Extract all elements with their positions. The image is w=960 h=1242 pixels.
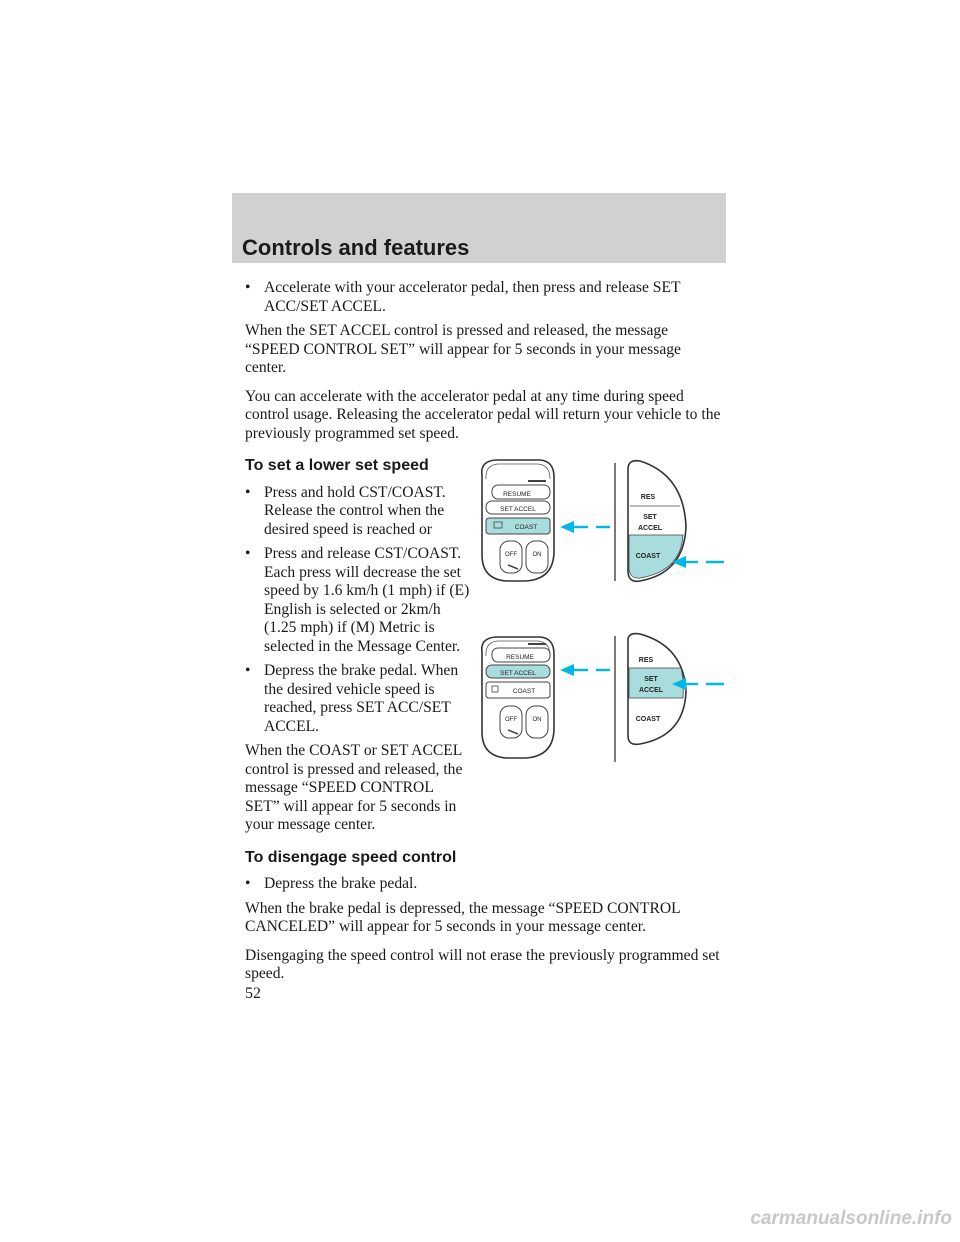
paragraph: Disengaging the speed control will not e… bbox=[245, 946, 720, 983]
set-accel-button bbox=[485, 500, 551, 515]
set-accel-button-highlighted bbox=[485, 664, 551, 679]
coast-label-right: COAST bbox=[636, 716, 661, 723]
narrow-column: • Press and hold CST/COAST. Release the … bbox=[245, 484, 470, 835]
resume-button bbox=[491, 484, 551, 500]
bullet-text: Press and release CST/COAST. Each press … bbox=[264, 545, 470, 655]
list-item: • Press and release CST/COAST. Each pres… bbox=[245, 545, 470, 656]
set-label: SET bbox=[643, 514, 657, 521]
off-label: OFF bbox=[505, 552, 517, 558]
coast-button bbox=[485, 681, 551, 699]
bullet-text: Depress the brake pedal. bbox=[264, 875, 418, 892]
paragraph: When the COAST or SET ACCEL control is p… bbox=[245, 742, 463, 833]
resume-label: RESUME bbox=[506, 654, 534, 661]
set-accel-label: SET ACCEL bbox=[500, 670, 536, 677]
off-button bbox=[499, 540, 523, 574]
section-title: Controls and features bbox=[242, 235, 470, 260]
bullet-glyph: • bbox=[245, 279, 251, 296]
set-label: SET bbox=[644, 676, 658, 683]
section-heading: To disengage speed control bbox=[245, 848, 457, 866]
section-heading: To set a lower set speed bbox=[245, 457, 429, 474]
list-item: • Accelerate with your accelerator pedal… bbox=[245, 279, 725, 316]
list-item: • Depress the brake pedal. bbox=[245, 875, 725, 894]
coast-label-right: COAST bbox=[636, 553, 661, 560]
arrow-icon bbox=[672, 556, 724, 568]
accel-label: ACCEL bbox=[638, 525, 663, 532]
section-header-band: Controls and features bbox=[232, 193, 726, 263]
paragraph: When the brake pedal is depressed, the m… bbox=[245, 899, 681, 936]
set-accel-label: SET ACCEL bbox=[500, 506, 536, 513]
res-label: RES bbox=[639, 657, 654, 664]
coast-label: COAST bbox=[515, 524, 537, 531]
list-item: • Press and hold CST/COAST. Release the … bbox=[245, 484, 470, 540]
bullet-glyph: • bbox=[245, 875, 251, 892]
page-number: 52 bbox=[245, 985, 261, 1002]
on-label: ON bbox=[533, 717, 542, 723]
list-item: • Depress the brake pedal. When the desi… bbox=[245, 662, 470, 736]
accel-label: ACCEL bbox=[639, 687, 664, 694]
off-button bbox=[499, 705, 523, 739]
bullet-text: Depress the brake pedal. When the desire… bbox=[264, 662, 459, 735]
page-content: • Accelerate with your accelerator pedal… bbox=[245, 279, 725, 994]
res-label: RES bbox=[641, 494, 656, 501]
coast-segment-highlighted bbox=[628, 534, 684, 579]
resume-button bbox=[491, 647, 551, 663]
watermark: carmanualsonline.info bbox=[750, 1208, 952, 1229]
arrow-icon bbox=[560, 664, 610, 676]
resume-label: RESUME bbox=[503, 491, 531, 498]
bullet-glyph: • bbox=[245, 545, 251, 562]
arrow-icon bbox=[560, 521, 610, 533]
paragraph: When the SET ACCEL control is pressed an… bbox=[245, 322, 681, 376]
arrow-icon bbox=[672, 678, 724, 690]
set-accel-control-figure: RESUME SET ACCEL COAST OFF ON RES SET AC… bbox=[480, 632, 724, 762]
bullet-text: Accelerate with your accelerator pedal, … bbox=[264, 279, 681, 315]
bullet-text: Press and hold CST/COAST. Release the co… bbox=[264, 483, 446, 538]
paragraph: You can accelerate with the accelerator … bbox=[245, 387, 721, 442]
coast-control-figure: RESUME SET ACCEL COAST OFF ON RES SET AC… bbox=[480, 459, 724, 583]
bullet-glyph: • bbox=[245, 662, 251, 679]
bullet-glyph: • bbox=[245, 483, 251, 501]
on-button bbox=[525, 705, 549, 739]
off-label: OFF bbox=[505, 717, 517, 723]
coast-label: COAST bbox=[513, 688, 535, 695]
on-label: ON bbox=[533, 552, 542, 558]
on-button bbox=[525, 540, 549, 574]
